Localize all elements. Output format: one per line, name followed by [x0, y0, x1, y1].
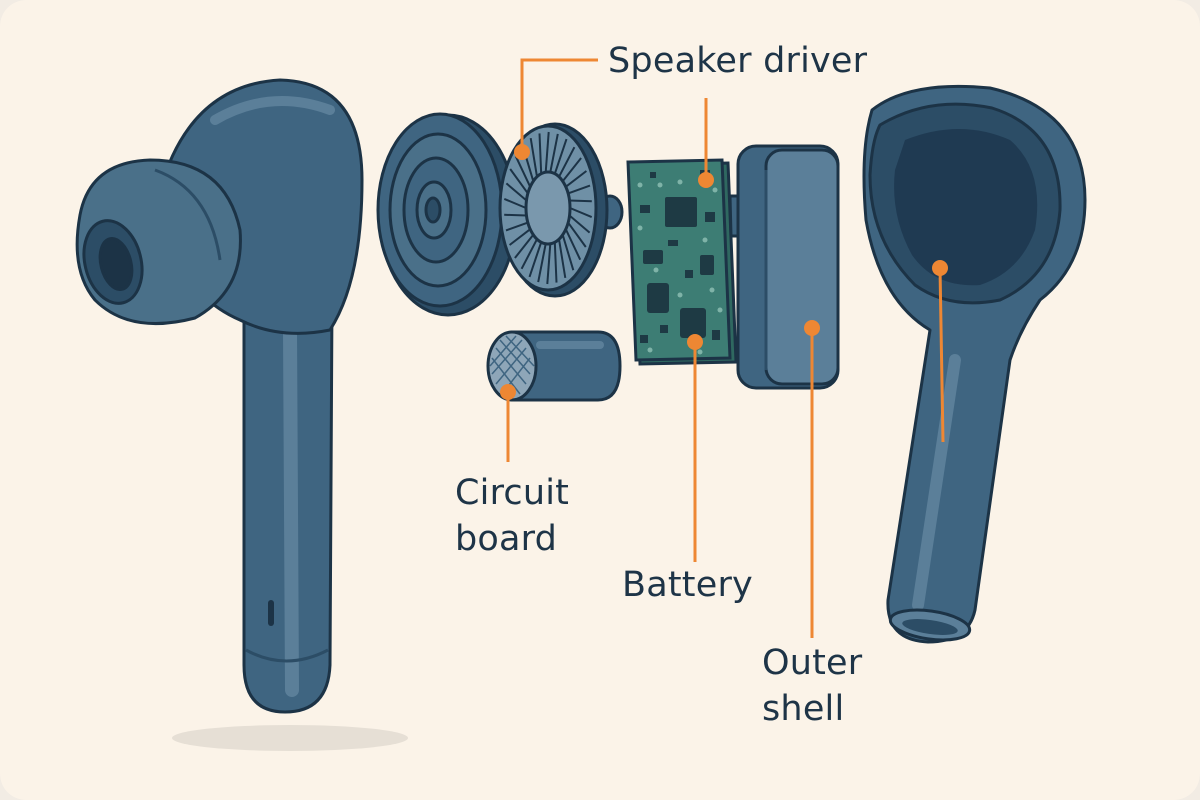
speaker-fin [504, 213, 527, 217]
label-outer-shell-line2: shell [762, 689, 845, 729]
speaker-fin [567, 184, 591, 195]
stem-highlight [283, 323, 299, 697]
speaker-fin [505, 182, 528, 202]
outer-shell-earbud [862, 84, 1087, 644]
acoustic-mesh [376, 112, 518, 317]
label-circuit-board-line2: board [455, 519, 558, 559]
dot-shell-interior [932, 260, 948, 276]
assembled-earbud [75, 78, 408, 751]
label-battery: Battery [622, 562, 753, 608]
speaker-fin [538, 133, 543, 174]
speaker-fin [520, 238, 538, 270]
speaker-fin [553, 138, 568, 175]
speaker-fins [503, 131, 593, 285]
speaker-fin [569, 207, 593, 219]
stem-mic-slot [268, 600, 274, 626]
speaker-fin [568, 214, 591, 234]
dot-speaker-driver [514, 144, 530, 160]
label-circuit-board: Circuit board [455, 470, 569, 562]
label-outer-shell: Outer shell [762, 640, 862, 732]
leader-lines [506, 58, 945, 638]
speaker-fin [508, 228, 531, 246]
speaker-driver [498, 122, 624, 298]
shell-cup-inner [894, 129, 1038, 286]
pcb-chips [640, 170, 720, 343]
speaker-fin [569, 199, 592, 203]
head-highlight [210, 96, 335, 125]
speaker-fin [561, 157, 582, 182]
speaker-fin [529, 137, 538, 177]
speaker-fin [567, 222, 587, 248]
cylinder-end-cap [486, 330, 538, 402]
speaker-fin [544, 131, 550, 173]
speaker-fin [505, 221, 529, 232]
speaker-fin [553, 242, 558, 283]
label-circuit-board-line1: Circuit [455, 473, 570, 513]
stem-tip-shade [245, 648, 329, 663]
pcb-dots [637, 179, 723, 355]
speaker-fin [558, 239, 567, 279]
speaker-fin [546, 243, 552, 285]
speaker-fin [564, 228, 582, 261]
speaker-fin [509, 168, 529, 194]
speaker-fin [528, 241, 543, 278]
speaker-fin [503, 197, 527, 209]
leader-dots [500, 144, 948, 400]
speaker-fin [558, 146, 576, 178]
speaker-fin [514, 155, 532, 188]
ear-tip-shade [154, 168, 222, 261]
ear-tip-inner [98, 237, 134, 291]
dot-battery [687, 334, 703, 350]
leader-shell-interior [938, 267, 945, 443]
leader-speaker-driver [520, 58, 598, 152]
speaker-fin [514, 234, 535, 259]
shell-stem-highlight [912, 354, 961, 611]
label-speaker-driver-text: Speaker driver [608, 41, 868, 81]
cylinder-mesh-pattern [489, 335, 535, 395]
cylinder-component [486, 330, 622, 402]
label-outer-shell-line1: Outer [762, 643, 863, 683]
dot-circuit-board [500, 384, 516, 400]
pcb-component [626, 158, 744, 366]
dot-outer-shell [804, 320, 820, 336]
label-speaker-driver: Speaker driver [608, 38, 867, 84]
speaker-fin [565, 170, 588, 188]
speaker-fin [549, 133, 559, 173]
speaker-fin [537, 243, 547, 283]
ground-shadow [172, 725, 408, 751]
speaker-fin [561, 234, 575, 271]
battery-block [736, 144, 840, 390]
dot-pcb [698, 172, 714, 188]
label-battery-text: Battery [622, 565, 753, 605]
